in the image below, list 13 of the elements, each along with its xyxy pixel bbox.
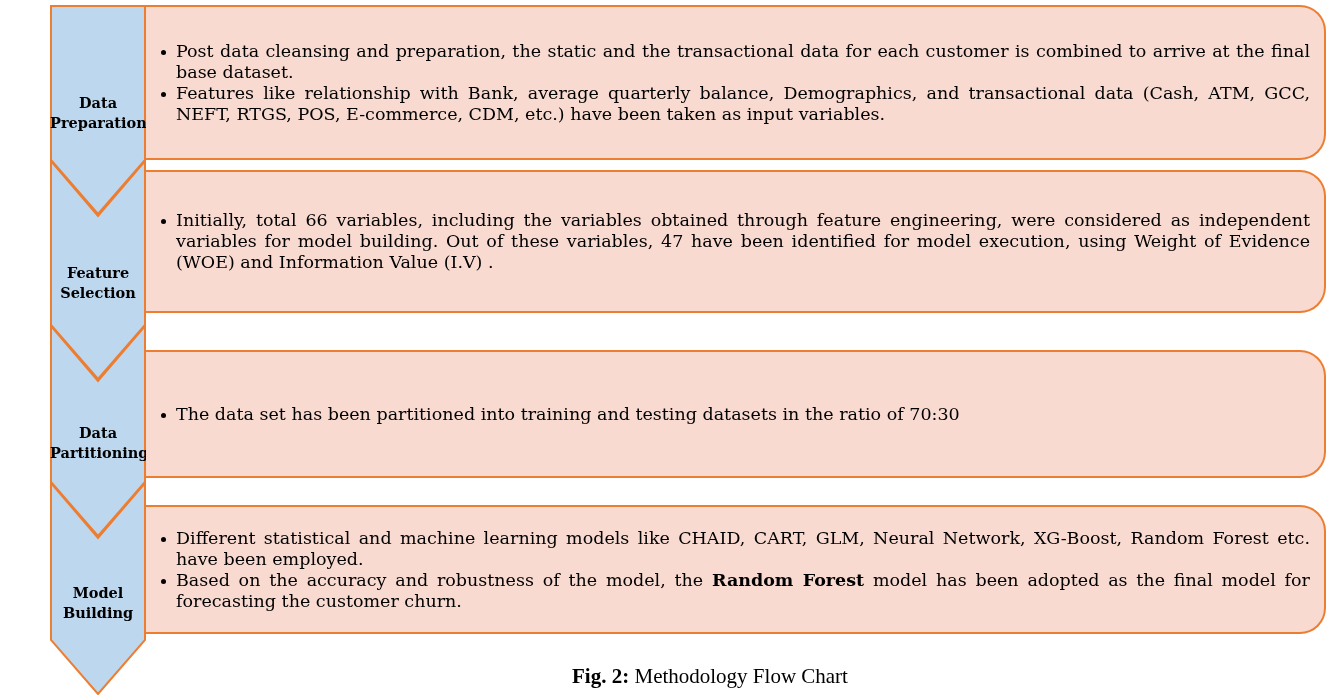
figure-caption: Fig. 2: Methodology Flow Chart (571, 664, 849, 689)
step-panel (146, 5, 1326, 160)
bullet-text: Post data cleansing and preparation, the static and the transactional data for each customer is combined to arrive at the final base dataset. (176, 40, 1310, 83)
step-panel (146, 170, 1326, 313)
step-panel (146, 350, 1326, 478)
bullet-text: Different statistical and machine learning models like CHAID, CART, GLM, Neural Network, XG-Boost, Random Forest etc. have been employed. (176, 527, 1310, 570)
bullet-text: Initially, total 66 variables, including the variables obtained through feature engineering, were considered as independent variables for model building. Out of these variables, 47 have been identified for model execution, using Weight of Evidence (WOE) and Information Value (I.V) . (176, 210, 1310, 273)
bullet-text: Based on the accuracy and robustness of the model, the Random Forest model has been adopted as the final model for forecasting the customer churn. (176, 569, 1310, 612)
step-label: Feature Selection (59, 263, 137, 303)
bullet-text: Features like relationship with Bank, average quarterly balance, Demographics, and transactional data (Cash, ATM, GCC, NEFT, RTGS, POS, E-commerce, CDM, etc.) have been taken as input variables. (176, 82, 1310, 125)
bullet-text: The data set has been partitioned into training and testing datasets in the ratio of 70:30 (176, 403, 961, 425)
step-panel (146, 505, 1326, 634)
step-label: Model Building (61, 583, 135, 623)
